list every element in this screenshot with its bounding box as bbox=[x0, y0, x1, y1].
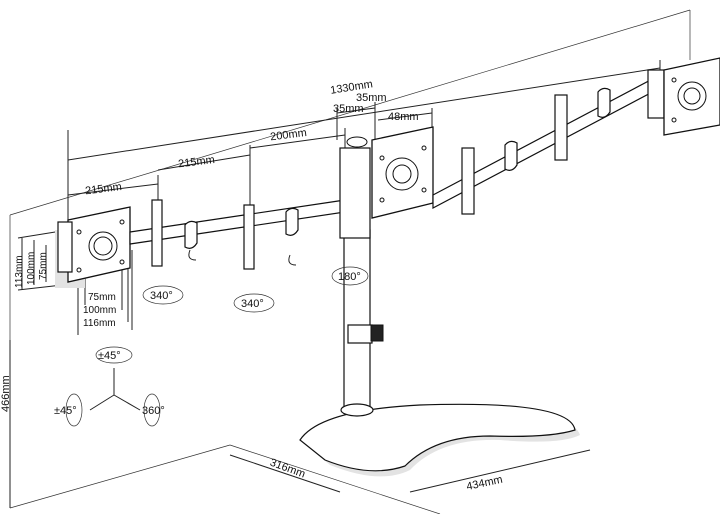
rot-tilt: ±45° bbox=[98, 350, 121, 362]
dim-vesa-116: 116mm bbox=[83, 318, 116, 329]
dim-215-a: 215mm bbox=[85, 181, 123, 197]
dim-100: 100mm bbox=[26, 252, 37, 285]
dim-75: 75mm bbox=[38, 252, 49, 280]
dim-35-b: 35mm bbox=[356, 92, 387, 104]
center-top-dimensions: 35mm 35mm 48mm bbox=[333, 92, 433, 140]
dim-466: 466mm bbox=[0, 375, 12, 412]
height-dimensions: 113mm 100mm 75mm 466mm bbox=[0, 227, 81, 508]
right-vesa-plate bbox=[647, 57, 720, 136]
rot-180: 180° bbox=[338, 271, 361, 283]
center-vesa-plate bbox=[371, 126, 434, 219]
rot-340-a: 340° bbox=[150, 290, 173, 302]
dim-vesa-75: 75mm bbox=[88, 292, 116, 303]
dim-215-b: 215mm bbox=[178, 154, 216, 170]
left-vesa-plate bbox=[55, 206, 131, 288]
segment-dimensions: 215mm 215mm 200mm bbox=[67, 127, 346, 205]
left-arm bbox=[129, 199, 346, 270]
dim-316: 316mm bbox=[268, 457, 307, 481]
dim-35-a: 35mm bbox=[333, 103, 364, 115]
dim-48: 48mm bbox=[388, 111, 419, 123]
rot-360: 360° bbox=[142, 405, 165, 417]
dim-434: 434mm bbox=[465, 474, 503, 493]
rotation-indicators: 340° 340° 180° ±45° ±45° 360° bbox=[54, 266, 369, 427]
right-arm bbox=[432, 74, 661, 215]
dim-200: 200mm bbox=[270, 127, 308, 143]
stand-base bbox=[299, 403, 580, 477]
rot-swivel: ±45° bbox=[54, 405, 77, 417]
rot-340-b: 340° bbox=[241, 298, 264, 310]
dim-113: 113mm bbox=[14, 255, 25, 288]
dim-vesa-100: 100mm bbox=[83, 305, 116, 316]
